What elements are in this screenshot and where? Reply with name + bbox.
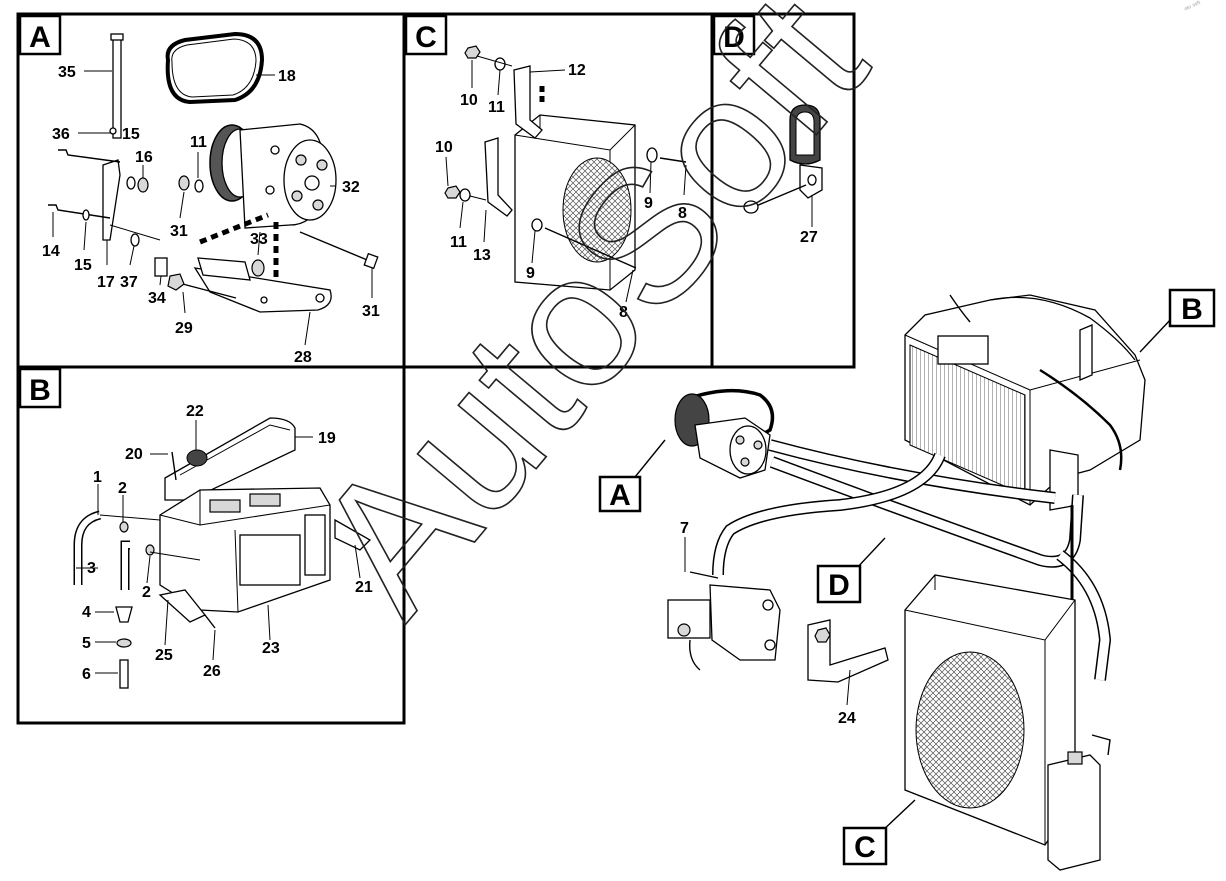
part-label-36: 36: [52, 126, 70, 143]
part-label-14: 14: [42, 243, 60, 260]
callout-a: A: [598, 439, 666, 513]
svg-text:C: C: [415, 21, 437, 54]
part-label-31a: 31: [170, 223, 188, 240]
panel-label-a: A: [18, 14, 62, 56]
part-label-19: 19: [318, 430, 336, 447]
svg-text:D: D: [828, 569, 850, 602]
part-label-7: 7: [680, 520, 689, 537]
drive-belt: [165, 31, 265, 105]
part-label-15b: 15: [74, 257, 92, 274]
part-label-35: 35: [58, 64, 76, 81]
part-label-17: 17: [97, 274, 115, 291]
part-label-31b: 31: [362, 303, 380, 320]
part-label-12: 12: [568, 62, 586, 79]
panel-d-drawing: [743, 104, 823, 214]
part-label-10a: 10: [460, 92, 478, 109]
part-label-8a: 8: [678, 205, 687, 222]
panel-a-drawing: [48, 31, 379, 313]
callout-d: D: [816, 537, 886, 604]
part-label-37: 37: [120, 274, 138, 291]
part-label-2b: 2: [142, 584, 151, 601]
svg-text:B: B: [1181, 293, 1203, 326]
svg-text:A: A: [609, 479, 631, 512]
part-label-9b: 9: [526, 265, 535, 282]
svg-text:C: C: [854, 831, 876, 864]
part-label-23: 23: [262, 640, 280, 657]
part-label-5: 5: [82, 635, 91, 652]
part-label-10b: 10: [435, 139, 453, 156]
part-label-20: 20: [125, 446, 143, 463]
part-label-28: 28: [294, 349, 312, 366]
part-label-25: 25: [155, 647, 173, 664]
panel-b-drawing: [73, 417, 372, 689]
part-label-34: 34: [148, 290, 166, 307]
part-label-2a: 2: [118, 480, 127, 497]
leader-lines: [52, 60, 851, 706]
panel-label-b: B: [18, 367, 62, 409]
part-label-1: 1: [93, 469, 102, 486]
corner-mark: ᵒᵗᵒ ˢᵒᶠᵗ: [1184, 0, 1203, 14]
svg-text:A: A: [29, 21, 51, 54]
part-label-4: 4: [82, 604, 91, 621]
panel-c-drawing: [444, 45, 687, 291]
part-label-21: 21: [355, 579, 373, 596]
part-label-26: 26: [203, 663, 221, 680]
part-label-18: 18: [278, 68, 296, 85]
part-label-6: 6: [82, 666, 91, 683]
part-label-11c: 11: [450, 234, 467, 251]
overview-drawing: [667, 294, 1146, 871]
part-label-8b: 8: [619, 304, 628, 321]
svg-text:D: D: [723, 21, 745, 54]
part-label-11b: 11: [488, 99, 505, 116]
part-label-9a: 9: [644, 195, 653, 212]
part-label-15a: 15: [122, 126, 140, 143]
callout-c: C: [842, 799, 916, 866]
part-labels: 35 18 36 15 11 16 32 31 33 14 15 17 37 3…: [42, 62, 856, 727]
part-label-13: 13: [473, 247, 491, 264]
part-label-32: 32: [342, 179, 360, 196]
callout-b: B: [1139, 288, 1216, 353]
part-label-16: 16: [135, 149, 153, 166]
part-label-3: 3: [87, 560, 96, 577]
part-label-11a: 11: [190, 134, 207, 151]
part-label-29: 29: [175, 320, 193, 337]
part-label-24: 24: [838, 710, 856, 727]
svg-text:B: B: [29, 374, 51, 407]
part-label-22: 22: [186, 403, 204, 420]
panel-frames: [16, 12, 856, 725]
watermark: AutoSoft: [274, 0, 905, 651]
panel-label-c: C: [404, 14, 448, 56]
part-label-27: 27: [800, 229, 818, 246]
part-label-33: 33: [250, 231, 268, 248]
panel-label-d: D: [712, 14, 756, 56]
